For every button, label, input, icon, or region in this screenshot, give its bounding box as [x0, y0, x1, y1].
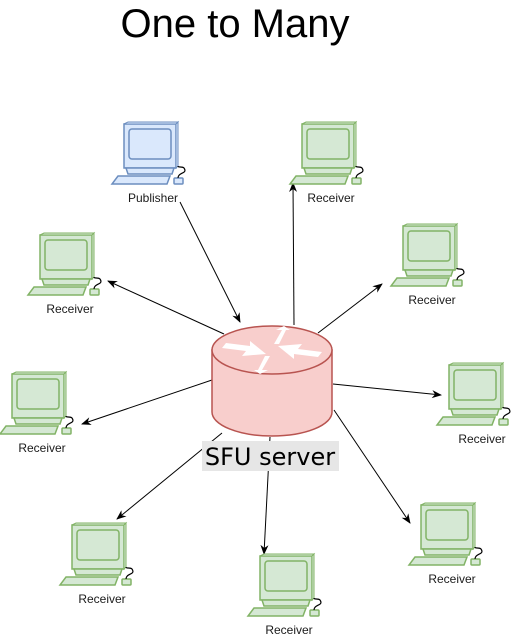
- connection-arrow: [107, 280, 225, 335]
- receiver-computer-icon: [288, 120, 364, 185]
- receiver-label: Receiver: [458, 432, 505, 446]
- connection-arrow: [289, 182, 298, 326]
- receiver-computer-icon: [0, 370, 74, 435]
- receiver-label: Receiver: [46, 302, 93, 316]
- router-arrows-icon: [222, 326, 322, 374]
- receiver-computer-icon: [435, 361, 511, 426]
- receiver-computer-icon: [26, 231, 102, 296]
- receiver-label: Receiver: [428, 572, 475, 586]
- receiver-label: Receiver: [307, 191, 354, 205]
- connection-arrow: [333, 409, 411, 524]
- receiver-label: Receiver: [265, 623, 312, 637]
- receiver-label: Receiver: [18, 441, 65, 455]
- connection-arrow: [179, 201, 241, 323]
- receiver-computer-icon: [246, 552, 322, 617]
- receiver-computer-icon: [58, 521, 134, 586]
- server-cylinder-top: [211, 325, 333, 375]
- server-label: SFU server: [205, 443, 335, 471]
- publisher-label: Publisher: [128, 191, 178, 205]
- connection-arrow: [332, 383, 442, 399]
- diagram-title: One to Many: [120, 2, 350, 46]
- receiver-computer-icon: [407, 501, 483, 566]
- receiver-computer-icon: [389, 222, 465, 287]
- receiver-label: Receiver: [78, 592, 125, 606]
- sfu-server: SFU server: [202, 325, 339, 471]
- server-label-background: [202, 441, 339, 471]
- publisher-computer-icon: [110, 120, 186, 185]
- connection-arrow: [317, 283, 383, 334]
- receiver-label: Receiver: [408, 293, 455, 307]
- connection-arrow: [81, 379, 213, 425]
